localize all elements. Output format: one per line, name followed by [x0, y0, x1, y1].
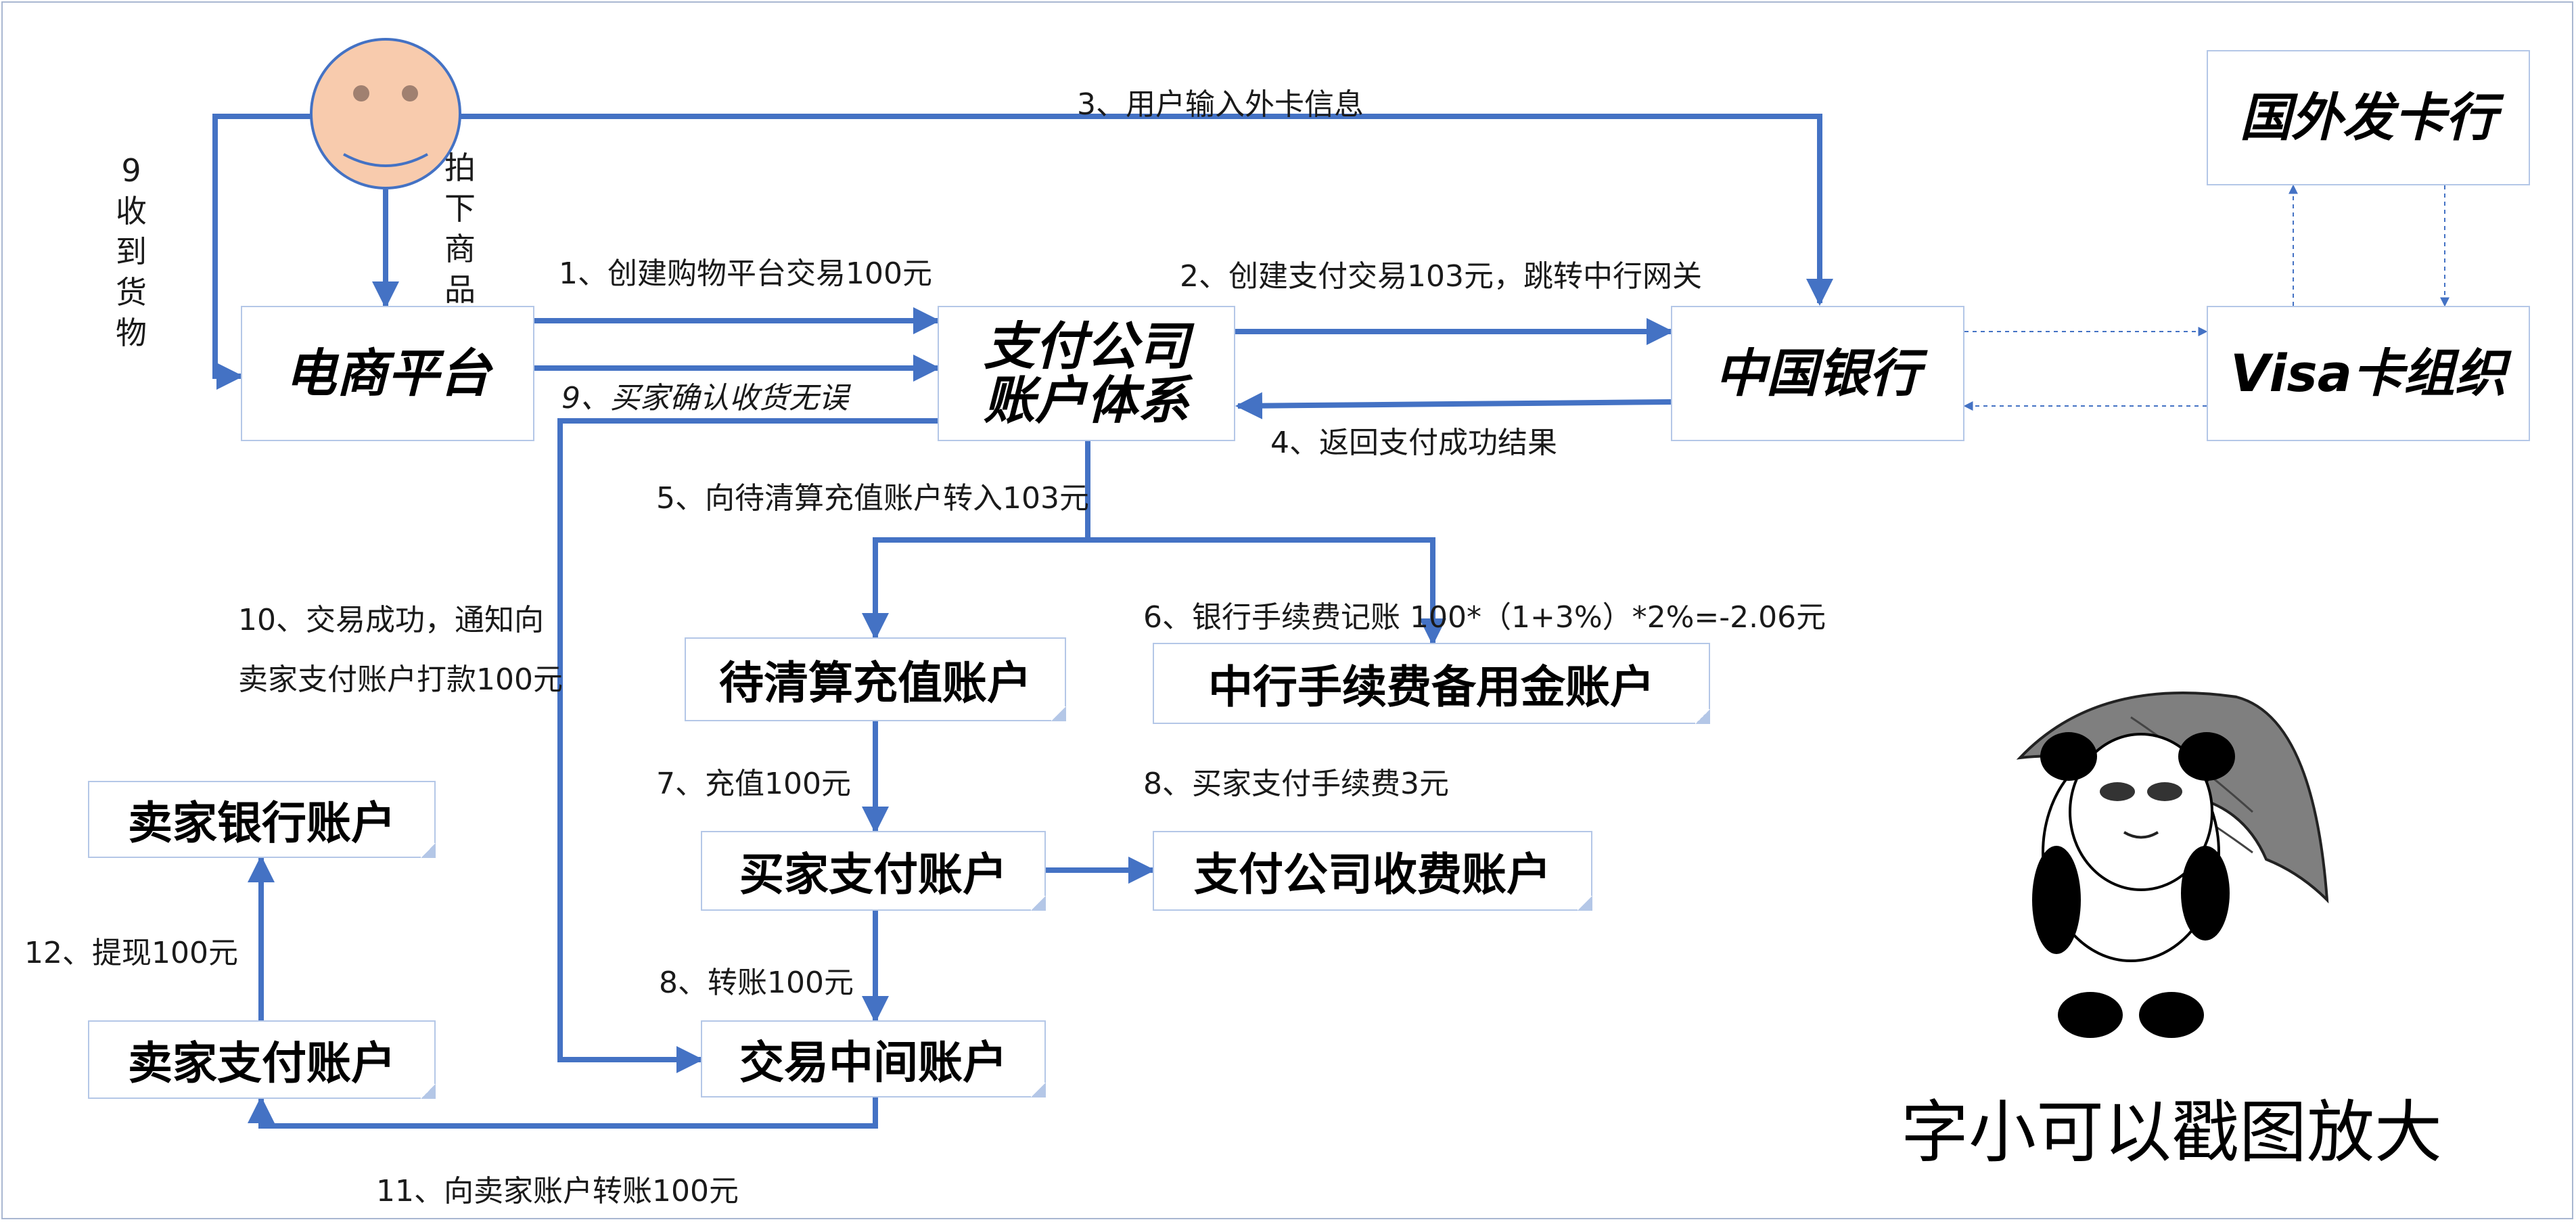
- node-buyer-payment-account: 买家支付账户: [701, 831, 1046, 911]
- arrow-to-pending: [862, 441, 1090, 640]
- user-smiley-icon: [310, 38, 461, 189]
- label-step-1: 1、创建购物平台交易100元: [559, 256, 932, 291]
- label-step-12: 12、提现100元: [24, 936, 238, 970]
- label-step-8-fee: 8、买家支付手续费3元: [1143, 767, 1449, 801]
- node-visa: Visa卡组织: [2207, 306, 2530, 441]
- node-seller-payment-account: 卖家支付账户: [88, 1020, 436, 1099]
- node-pending-recharge: 待清算充值账户: [685, 637, 1066, 721]
- node-boc-fee-reserve: 中行手续费备用金账户: [1153, 643, 1710, 724]
- node-bank-of-china: 中国银行: [1671, 306, 1964, 441]
- label-step-9: 9、买家确认收货无误: [561, 381, 848, 415]
- label-step-11: 11、向卖家账户转账100元: [376, 1174, 739, 1208]
- arrow-card-info: [460, 114, 1833, 306]
- label-pick-goods-vertical: 拍 下 商 品: [444, 150, 476, 308]
- label-step-4: 4、返回支付成功结果: [1270, 426, 1557, 460]
- label-step-2: 2、创建支付交易103元，跳转中行网关: [1180, 259, 1702, 294]
- arrow-payment-result: [1235, 392, 1672, 420]
- node-seller-bank-account: 卖家银行账户: [88, 781, 436, 858]
- arrow-notify-settle: [557, 418, 938, 1073]
- label-step-10-line1: 10、交易成功，通知向: [238, 603, 544, 637]
- label-step-6: 6、银行手续费记账 100*（1+3%）*2%=-2.06元: [1143, 600, 1826, 635]
- label-step-10-line2: 卖家支付账户打款100元: [238, 662, 563, 697]
- zoom-hint-text: 字小可以戳图放大: [1901, 1093, 2442, 1172]
- arrow-to-fee-reserve: [1088, 537, 1446, 646]
- node-foreign-issuer: 国外发卡行: [2207, 50, 2530, 185]
- node-middle-account: 交易中间账户: [701, 1020, 1046, 1097]
- node-ecommerce: 电商平台: [241, 306, 534, 441]
- label-step-3: 3、用户输入外卡信息: [1077, 87, 1364, 122]
- label-step-7: 7、充值100元: [656, 767, 851, 801]
- panda-umbrella-icon: [2016, 692, 2329, 1038]
- arrow-receive-goods: [212, 114, 311, 390]
- arrow-to-seller: [248, 1096, 878, 1129]
- label-step-8-transfer: 8、转账100元: [659, 966, 854, 1000]
- label-receive-goods-vertical: 9 收 到 货 物: [116, 152, 147, 351]
- label-step-5: 5、向待清算充值账户转入103元: [656, 481, 1089, 516]
- node-payco-fee-account: 支付公司收费账户: [1153, 831, 1592, 911]
- node-payment-company: 支付公司账户体系: [938, 306, 1235, 441]
